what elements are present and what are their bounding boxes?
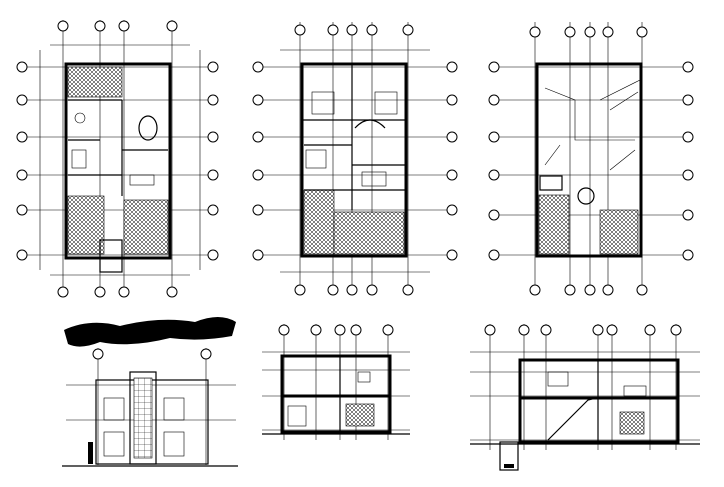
front-elevation	[62, 317, 238, 467]
section-b	[470, 324, 700, 471]
section-a	[262, 324, 410, 440]
roof-plan	[488, 22, 694, 296]
upper-floor-plan	[252, 22, 458, 296]
ground-floor-plan	[16, 20, 219, 298]
